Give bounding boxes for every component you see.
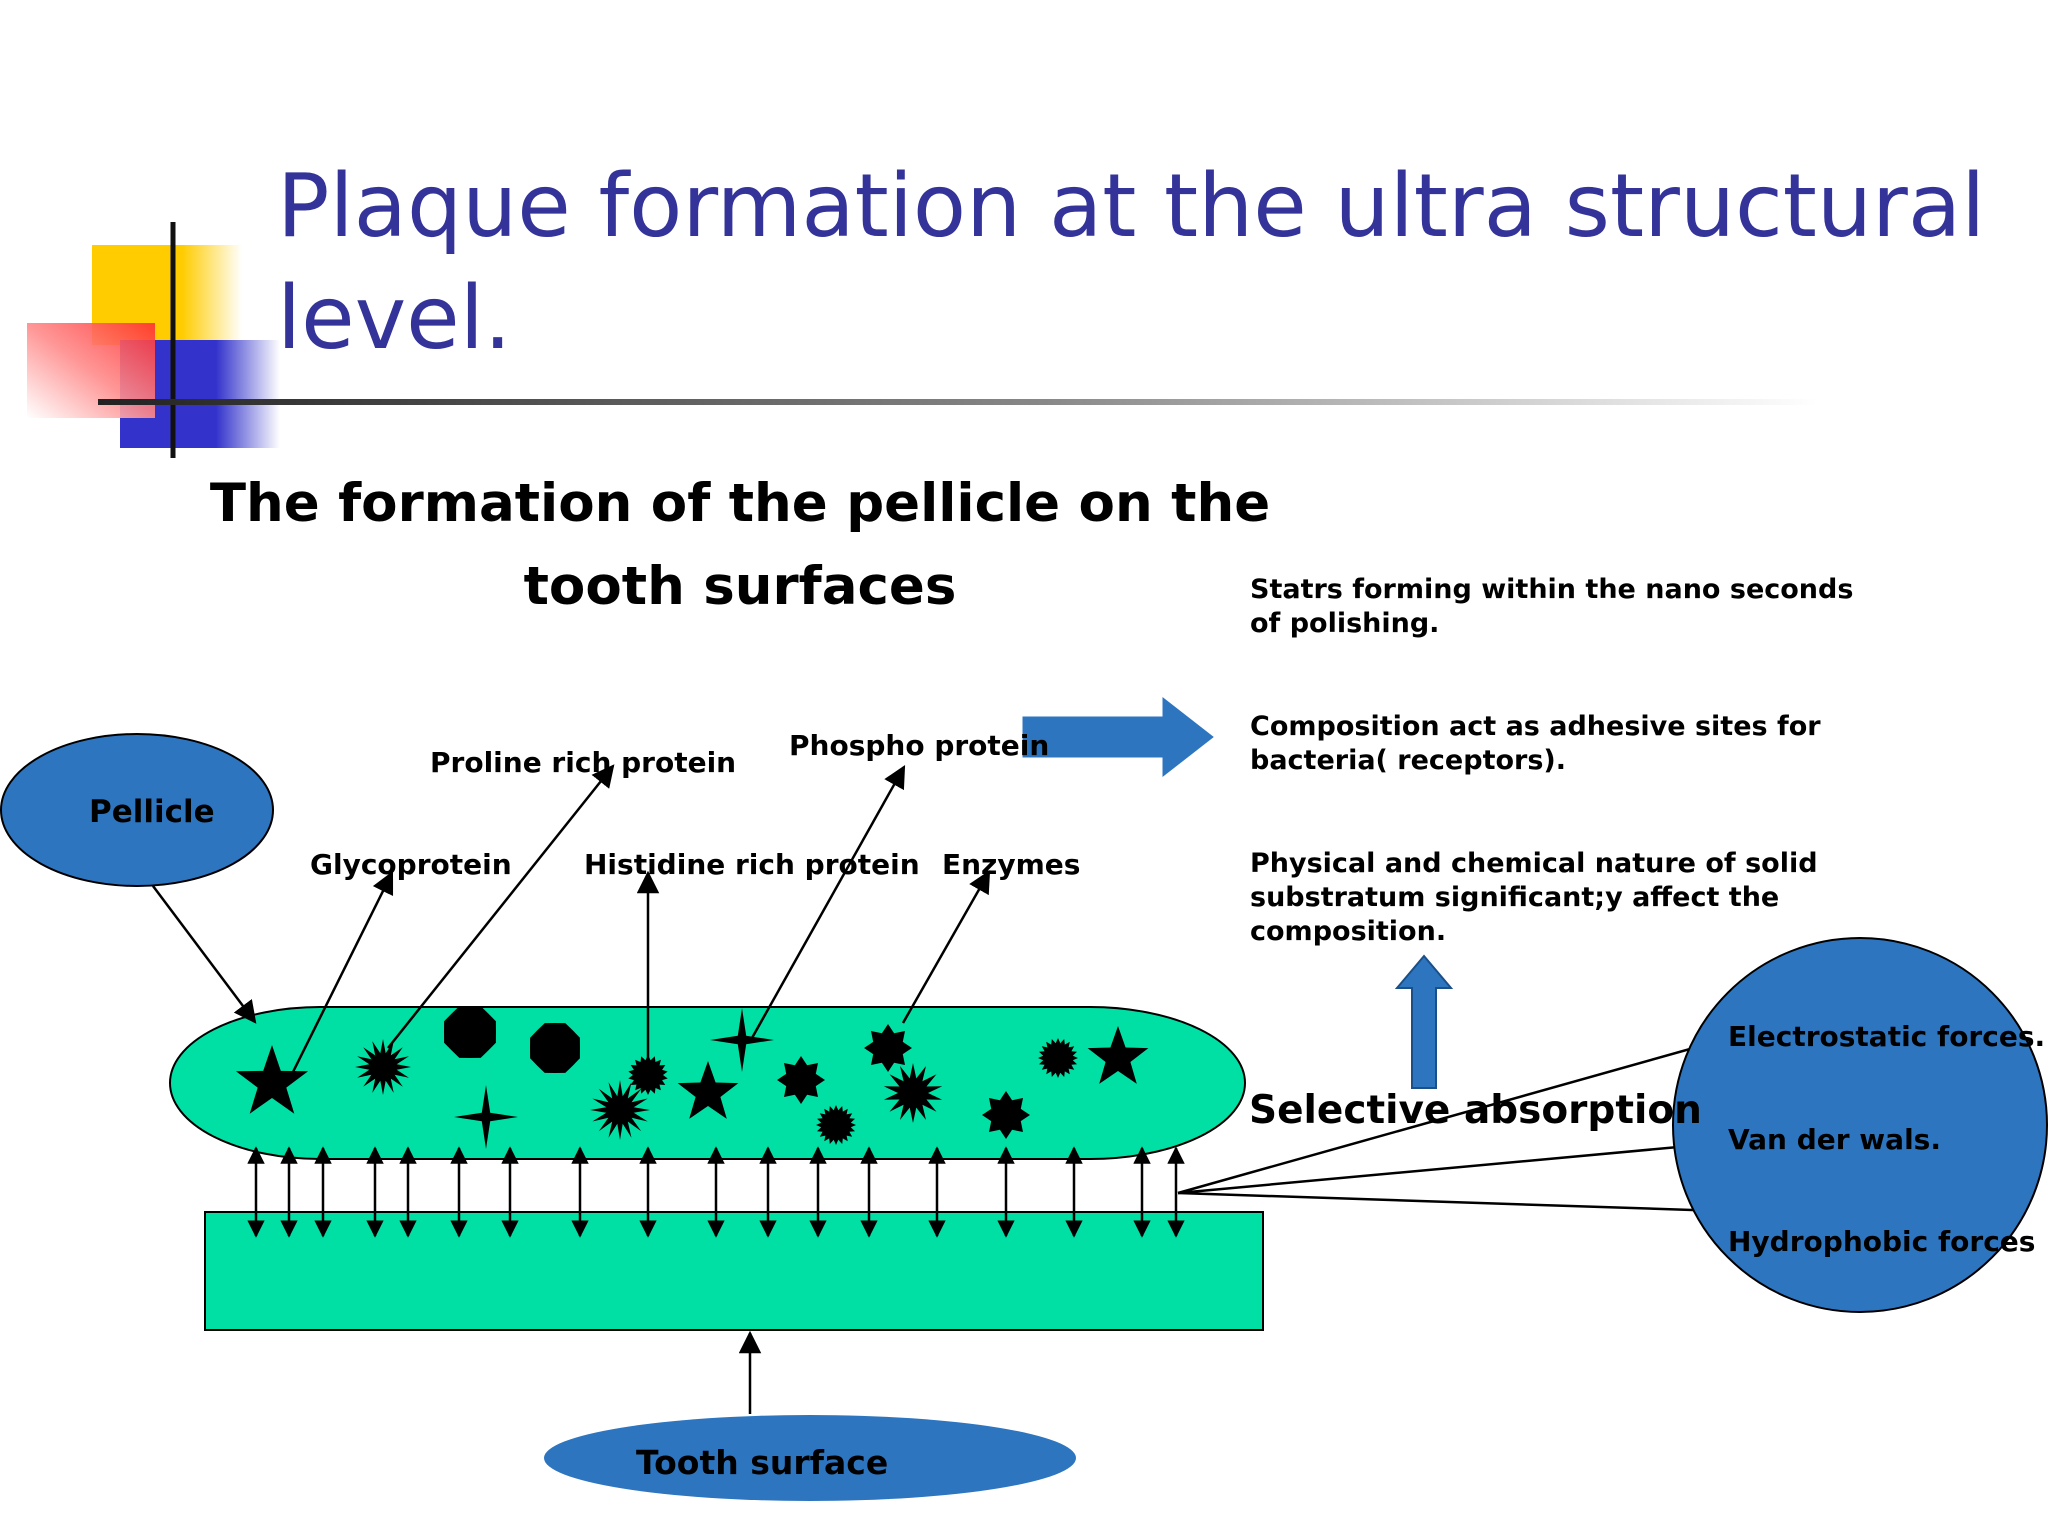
tooth-body xyxy=(204,1211,1264,1331)
proline-label: Proline rich protein xyxy=(430,746,737,779)
phospho-label: Phospho protein xyxy=(789,729,1050,762)
pellicle-pointer xyxy=(152,885,257,1024)
molecule-shape xyxy=(710,1008,774,1072)
tooth-surface-label: Tooth surface xyxy=(636,1443,889,1482)
histidine-label: Histidine rich protein xyxy=(584,848,920,881)
molecule-shape xyxy=(454,1085,518,1149)
note-substratum: Physical and chemical nature of solid su… xyxy=(1250,848,1818,947)
enzymes-pointer xyxy=(901,870,991,1024)
pellicle-label: Pellicle xyxy=(89,794,215,830)
force-electrostatic: Electrostatic forces. xyxy=(1728,1020,2046,1053)
molecule-shape xyxy=(982,1091,1030,1139)
molecule-shape xyxy=(444,1006,496,1058)
molecule-shape xyxy=(777,1056,825,1104)
molecule-shape xyxy=(590,1080,650,1140)
vanderwaals-pointer xyxy=(1177,1133,1725,1195)
forces-node xyxy=(1672,937,2048,1313)
glycoprotein-label: Glycoprotein xyxy=(310,848,512,881)
enzymes-label: Enzymes xyxy=(942,848,1081,881)
note-adhesive-sites: Composition act as adhesive sites for ba… xyxy=(1250,711,1821,776)
title-ornament xyxy=(27,222,1818,458)
slide-subtitle: The formation of the pellicle on the too… xyxy=(209,473,1271,617)
slide-title: Plaque formation at the ultra structural… xyxy=(277,155,1986,369)
molecule-shape xyxy=(883,1063,943,1123)
bonding-arrows xyxy=(247,1146,1185,1238)
molecule-shape xyxy=(530,1023,580,1073)
force-hydrophobic: Hydrophobic forces xyxy=(1728,1225,2036,1258)
molecule-shape xyxy=(1087,1026,1149,1084)
tooth-surface-node xyxy=(544,1415,1076,1501)
glycoprotein-pointer xyxy=(288,870,394,1079)
molecule-shape xyxy=(816,1105,856,1145)
molecule-shape xyxy=(235,1045,309,1114)
molecule-shape xyxy=(355,1039,411,1095)
phospho-pointer xyxy=(750,765,906,1039)
note-nanoseconds: Statrs forming within the nano seconds o… xyxy=(1250,574,1854,639)
selective-absorption-label: Selective absorption xyxy=(1249,1088,1702,1133)
molecule-shape xyxy=(677,1061,739,1119)
electrostatic-pointer xyxy=(1177,1034,1725,1195)
molecule-shape xyxy=(1038,1038,1078,1078)
molecule-shape xyxy=(864,1024,912,1072)
pellicle-node xyxy=(0,733,274,887)
proline-pointer xyxy=(387,764,615,1049)
force-van-der-waals: Van der wals. xyxy=(1728,1123,1941,1156)
hydrophobic-pointer xyxy=(1177,1191,1725,1222)
right-block-arrow xyxy=(1022,696,1214,778)
pellicle-molecules xyxy=(235,1006,1149,1149)
up-block-arrow xyxy=(1394,954,1454,1089)
